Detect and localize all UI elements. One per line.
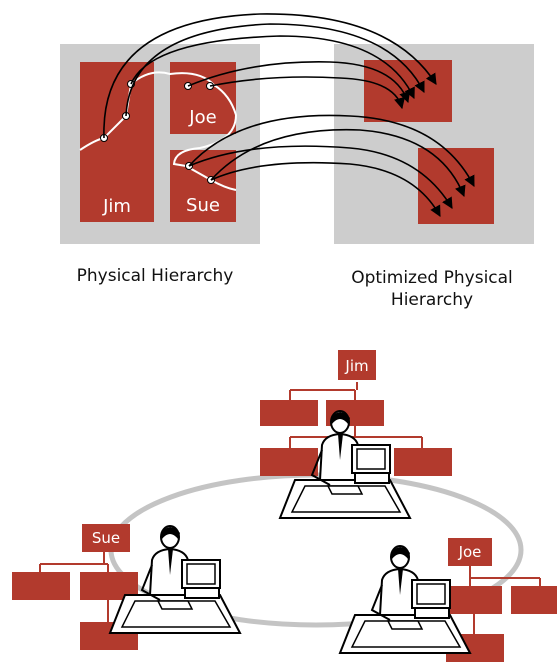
physical-hierarchy-caption: Physical Hierarchy <box>77 266 234 286</box>
optimized-hierarchy-caption-line2: Hierarchy <box>391 290 473 310</box>
box-jim-label: Jim <box>102 196 131 217</box>
optimized-hierarchy-caption-line1: Optimized Physical <box>351 268 513 288</box>
org-label-jim: Jim <box>344 357 368 375</box>
org-chart-joe <box>444 538 557 662</box>
org-label-sue: Sue <box>92 529 120 547</box>
mapping-arrows <box>103 13 475 217</box>
org-label-joe: Joe <box>458 543 482 561</box>
box-joe-label: Joe <box>188 107 216 128</box>
org-chart-sue <box>12 524 138 650</box>
box-sue-label: Sue <box>186 195 220 216</box>
